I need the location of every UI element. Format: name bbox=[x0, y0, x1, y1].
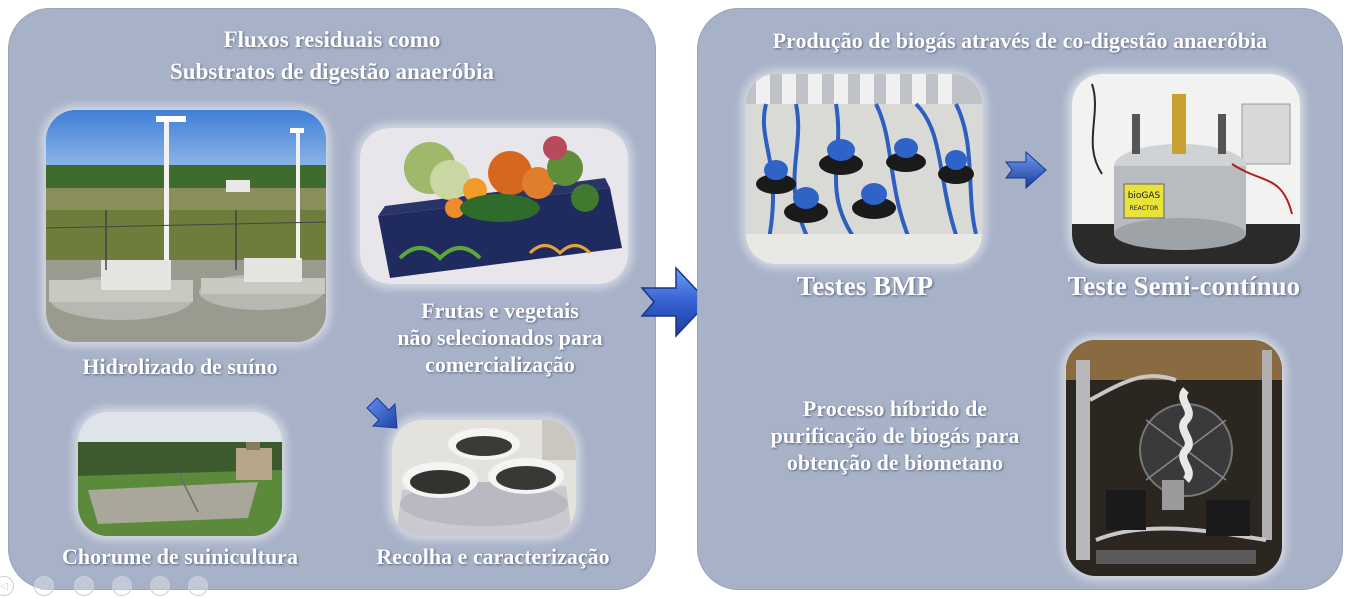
fruits-vegetables-photo bbox=[360, 128, 628, 284]
swine-slurry-label: Chorume de suinicultura bbox=[62, 544, 298, 569]
hybrid-purification-label-line3: obtenção de biometano bbox=[786, 449, 1004, 475]
big-arrow-right-icon bbox=[640, 266, 710, 338]
hybrid-purification-label: Processo híbrido de purificação de biogá… bbox=[750, 396, 1040, 476]
sampling-photo bbox=[392, 420, 576, 536]
reactor-sticker-text2: REACTOR bbox=[1130, 205, 1159, 212]
pen-icon[interactable]: ✎ bbox=[74, 576, 94, 596]
swine-hydrolysate-label: Hidrolizado de suíno bbox=[82, 354, 278, 379]
more-icon[interactable]: ⋯ bbox=[188, 576, 208, 596]
swine-hydrolysate-photo bbox=[46, 110, 326, 342]
hybrid-purification-label-line2: purificação de biogás para bbox=[770, 422, 1020, 448]
semi-continuous-photo: bioGAS REACTOR bbox=[1072, 74, 1300, 264]
fruits-vegetables-label-line1: Frutas e vegetais bbox=[421, 298, 579, 323]
hybrid-purification-label-line1: Processo híbrido de bbox=[802, 396, 988, 421]
biogas-production-title: Produção de biogás através de co-digestã… bbox=[772, 28, 1268, 53]
reactor-sticker-text1: bioGAS bbox=[1128, 191, 1161, 201]
substrates-title-line2: Substratos de digestão anaeróbia bbox=[170, 59, 494, 84]
fruits-vegetables-label: Frutas e vegetais não selecionados para … bbox=[355, 298, 645, 378]
bmp-tests-photo bbox=[746, 74, 982, 264]
substrates-title-line1: Fluxos residuais como bbox=[223, 27, 441, 52]
fruits-vegetables-label-line2: não selecionados para bbox=[397, 324, 603, 350]
play-back-icon[interactable]: ◁ bbox=[0, 576, 14, 596]
purification-photo bbox=[1066, 340, 1282, 576]
swine-slurry-photo bbox=[78, 412, 282, 536]
bmp-tests-label: Testes BMP bbox=[796, 271, 934, 301]
small-arrow-down-right-icon bbox=[363, 394, 403, 434]
semi-continuous-label: Teste Semi-contínuo bbox=[1067, 271, 1301, 301]
fruits-vegetables-label-line3: comercialização bbox=[425, 351, 575, 377]
zoom-icon[interactable]: ⌕ bbox=[150, 576, 170, 596]
sampling-label: Recolha e caracterização bbox=[376, 544, 610, 569]
arrow-right-icon bbox=[1004, 150, 1048, 190]
slideshow-controls: ◁ ▷ ✎ ▤ ⌕ ⋯ bbox=[0, 572, 220, 598]
slides-icon[interactable]: ▤ bbox=[112, 576, 132, 596]
play-forward-icon[interactable]: ▷ bbox=[34, 576, 54, 596]
substrates-title: Fluxos residuais como Substratos de dige… bbox=[60, 24, 604, 88]
